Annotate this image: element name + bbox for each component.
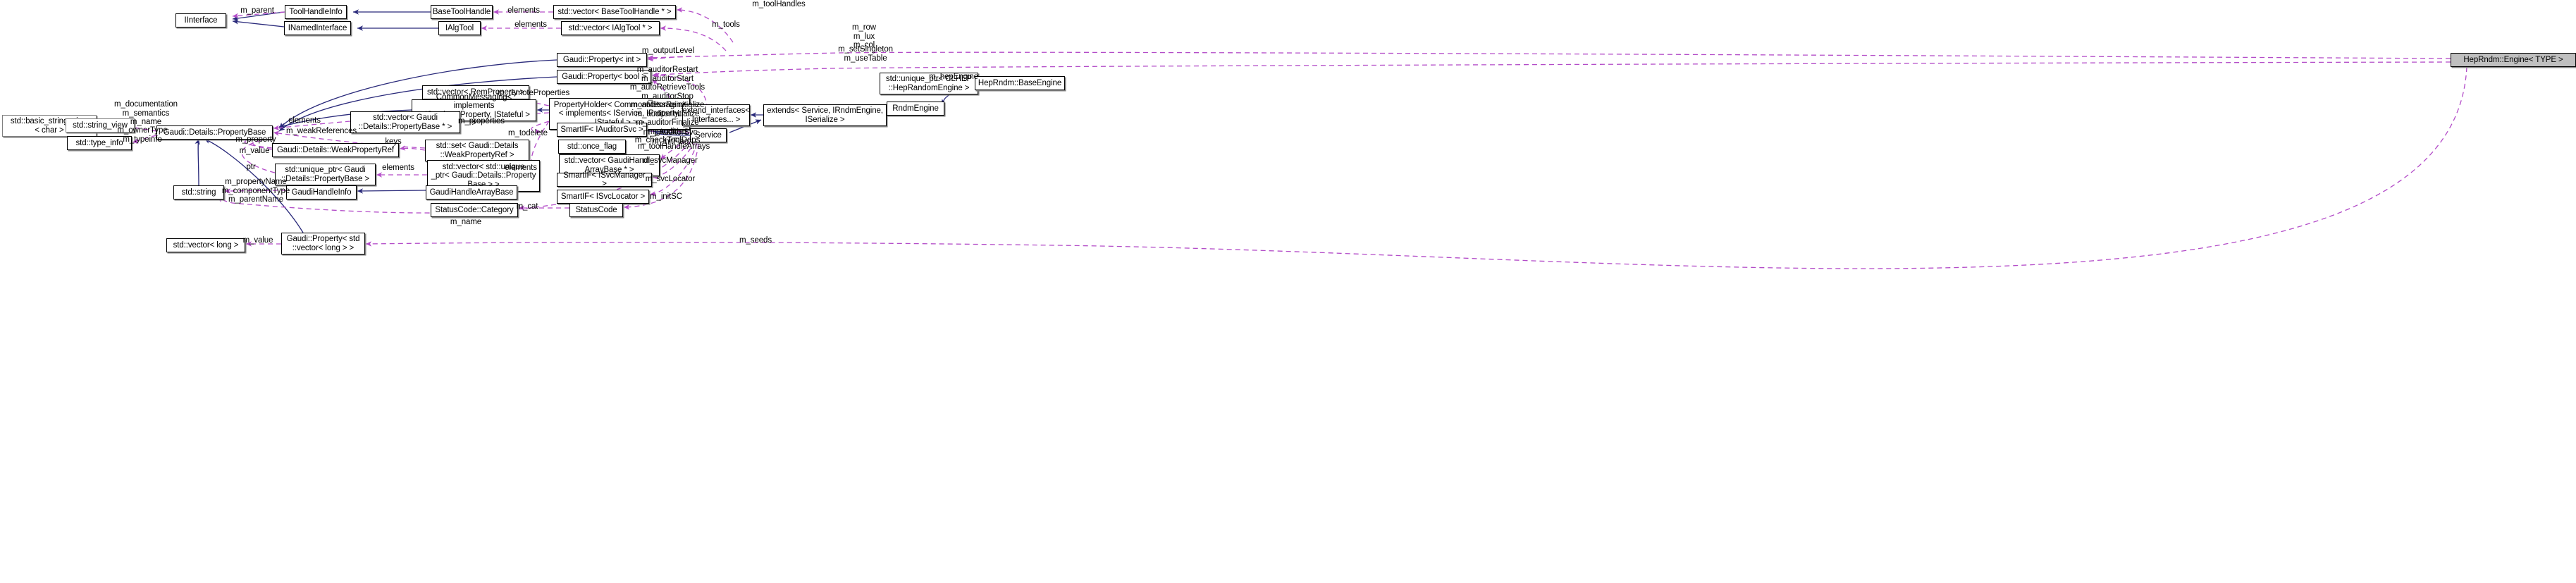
node-smartif-iauditorsvc[interactable]: SmartIF< IAuditorSvc > xyxy=(557,123,647,137)
edge-label-elements-uniqueptr: elements xyxy=(382,164,414,172)
node-rndmengine[interactable]: RndmEngine xyxy=(887,102,944,116)
node-unique-ptr-propertybase[interactable]: std::unique_ptr< Gaudi ::Details::Proper… xyxy=(275,164,376,185)
node-set-weakpropertyref[interactable]: std::set< Gaudi::Details ::WeakPropertyR… xyxy=(425,140,529,161)
node-std-type-info[interactable]: std::type_info xyxy=(67,136,132,150)
node-smartif-isvcmanager[interactable]: SmartIF< ISvcManager > xyxy=(557,171,652,189)
node-heprndm-baseengine[interactable]: HepRndm::BaseEngine xyxy=(975,76,1065,90)
node-gaudi-details-weakpropertyref[interactable]: Gaudi::Details::WeakPropertyRef xyxy=(272,143,399,157)
node-gaudi-property-int[interactable]: Gaudi::Property< int > xyxy=(557,53,647,67)
node-label: std::vector< long > xyxy=(173,240,239,250)
edge-label-m-parent: m_parent xyxy=(240,6,274,15)
edge-label-m-value-weakref: m_value xyxy=(239,147,270,155)
node-label: std::vector< std::unique _ptr< Gaudi::De… xyxy=(431,162,536,189)
node-label: Gaudi::Property< bool > xyxy=(562,72,646,81)
node-label: RndmEngine xyxy=(892,104,939,113)
node-std-string[interactable]: std::string xyxy=(173,185,224,200)
edge-label-elements-basetoolhandle: elements xyxy=(507,6,540,15)
node-basetoolhandle[interactable]: BaseToolHandle xyxy=(431,5,493,19)
edge-label-elements-propertybase: elements xyxy=(288,116,321,125)
node-label: HepRndm::BaseEngine xyxy=(978,78,1062,87)
node-inamedinterface[interactable]: INamedInterface xyxy=(284,21,351,35)
node-gaudihandleinfo[interactable]: GaudiHandleInfo xyxy=(286,185,357,200)
edge-label-ptr: ptr xyxy=(246,163,256,171)
node-unique-ptr-clhep-heprandomengine[interactable]: std::unique_ptr< CLHEP ::HepRandomEngine… xyxy=(880,73,978,94)
node-label: std::type_info xyxy=(75,138,123,147)
node-vector-propertybase-ptr[interactable]: std::vector< Gaudi ::Details::PropertyBa… xyxy=(350,111,460,133)
edge-label-m-row-lux-col: m_row m_lux m_col xyxy=(851,23,876,49)
node-std-once-flag[interactable]: std::once_flag xyxy=(558,140,626,154)
node-label: SmartIF< ISvcManager > xyxy=(563,171,646,189)
node-label: BaseToolHandle xyxy=(432,7,491,16)
node-smartif-isvclocator[interactable]: SmartIF< ISvcLocator > xyxy=(557,190,649,204)
node-label: std::unique_ptr< Gaudi ::Details::Proper… xyxy=(281,166,370,183)
node-label: std::vector< BaseToolHandle * > xyxy=(557,7,672,16)
node-vector-long[interactable]: std::vector< long > xyxy=(166,238,245,252)
node-extends-service-irndmengine-iserialize[interactable]: extends< Service, IRndmEngine, ISerializ… xyxy=(763,104,887,126)
node-service[interactable]: Service xyxy=(690,128,727,142)
node-label: SmartIF< ISvcLocator > xyxy=(560,192,646,201)
edge-label-m-toolhandles: m_toolHandles xyxy=(752,0,806,8)
node-label: std::vector< IAlgTool * > xyxy=(568,23,653,32)
node-extend-interfaces[interactable]: extend_interfaces< Interfaces... > xyxy=(682,104,750,126)
edge-label-m-todelete: m_todelete xyxy=(508,129,548,137)
node-label: IAlgTool xyxy=(445,23,474,32)
node-label: Service xyxy=(695,130,722,140)
node-gaudi-details-propertybase[interactable]: Gaudi::Details::PropertyBase xyxy=(156,125,273,140)
node-label: StatusCode::Category xyxy=(435,205,514,214)
node-vector-remproperty[interactable]: std::vector< RemProperty > xyxy=(422,85,529,99)
edge-label-m-weakreferences: m_weakReferences xyxy=(285,127,357,135)
node-label: std::once_flag xyxy=(567,142,617,151)
edge-label-m-initsc: m_initSC xyxy=(650,192,682,201)
edge-label-m-setsingleton-usetable: m_setSingleton m_useTable xyxy=(838,45,893,63)
node-label: Gaudi::Details::PropertyBase xyxy=(163,128,266,137)
node-gaudihandlearraybase[interactable]: GaudiHandleArrayBase xyxy=(426,185,517,200)
node-label: std::string xyxy=(181,188,216,197)
node-gaudi-property-bool[interactable]: Gaudi::Property< bool > xyxy=(557,70,651,84)
node-label: PropertyHolder< CommonMessaging < implem… xyxy=(553,100,686,127)
node-label: INamedInterface xyxy=(288,23,347,32)
node-label: CommonMessaging< implements < IService, … xyxy=(418,92,530,128)
node-label: extend_interfaces< Interfaces... > xyxy=(682,106,750,124)
node-vector-ialgtool[interactable]: std::vector< IAlgTool * > xyxy=(561,21,660,35)
edge-label-m-name: m_name xyxy=(450,218,482,226)
node-label: GaudiHandleArrayBase xyxy=(429,188,514,197)
node-label: std::vector< Gaudi ::Details::PropertyBa… xyxy=(358,113,452,131)
node-statuscode[interactable]: StatusCode xyxy=(569,203,623,217)
edge-label-elements-ialgtool: elements xyxy=(514,20,547,29)
node-label: HepRndm::Engine< TYPE > xyxy=(2463,55,2563,64)
edge-label-m-tools: m_tools xyxy=(712,20,740,29)
node-label: Gaudi::Property< std ::vector< long > > xyxy=(286,235,360,252)
node-label: std::set< Gaudi::Details ::WeakPropertyR… xyxy=(436,142,519,159)
edge-label-m-toolhandlearrays: m_toolHandleArrays xyxy=(637,142,710,151)
node-std-string-view[interactable]: std::string_view xyxy=(66,118,135,133)
node-statuscode-category[interactable]: StatusCode::Category xyxy=(431,203,518,217)
node-label: std::vector< GaudiHandle ArrayBase * > xyxy=(564,157,655,174)
node-label: StatusCode xyxy=(575,205,617,214)
node-toolhandleinfo[interactable]: ToolHandleInfo xyxy=(285,5,347,19)
node-iinterface[interactable]: IInterface xyxy=(175,13,226,27)
node-label: Gaudi::Details::WeakPropertyRef xyxy=(276,145,395,154)
node-heprndm-engine-type[interactable]: HepRndm::Engine< TYPE > xyxy=(2451,53,2576,67)
node-commonmessaging[interactable]: CommonMessaging< implements < IService, … xyxy=(412,93,536,128)
node-label: std::string_view xyxy=(73,121,128,130)
node-vector-gaudihandlearraybase-ptr[interactable]: std::vector< GaudiHandle ArrayBase * > xyxy=(559,154,660,176)
node-label: SmartIF< IAuditorSvc > xyxy=(560,125,643,134)
node-label: std::unique_ptr< CLHEP ::HepRandomEngine… xyxy=(885,75,973,92)
edge-label-m-seeds: m_seeds xyxy=(739,236,772,245)
node-vector-basetoolhandle[interactable]: std::vector< BaseToolHandle * > xyxy=(553,5,676,19)
node-label: GaudiHandleInfo xyxy=(291,188,352,197)
node-ialgtool[interactable]: IAlgTool xyxy=(438,21,481,35)
node-label: extends< Service, IRndmEngine, ISerializ… xyxy=(767,106,883,124)
node-label: ToolHandleInfo xyxy=(289,7,343,16)
node-gaudi-property-vector-long[interactable]: Gaudi::Property< std ::vector< long > > xyxy=(281,233,365,254)
node-label: Gaudi::Property< int > xyxy=(562,55,641,64)
node-label: std::vector< RemProperty > xyxy=(426,87,524,97)
node-label: IInterface xyxy=(184,16,218,25)
